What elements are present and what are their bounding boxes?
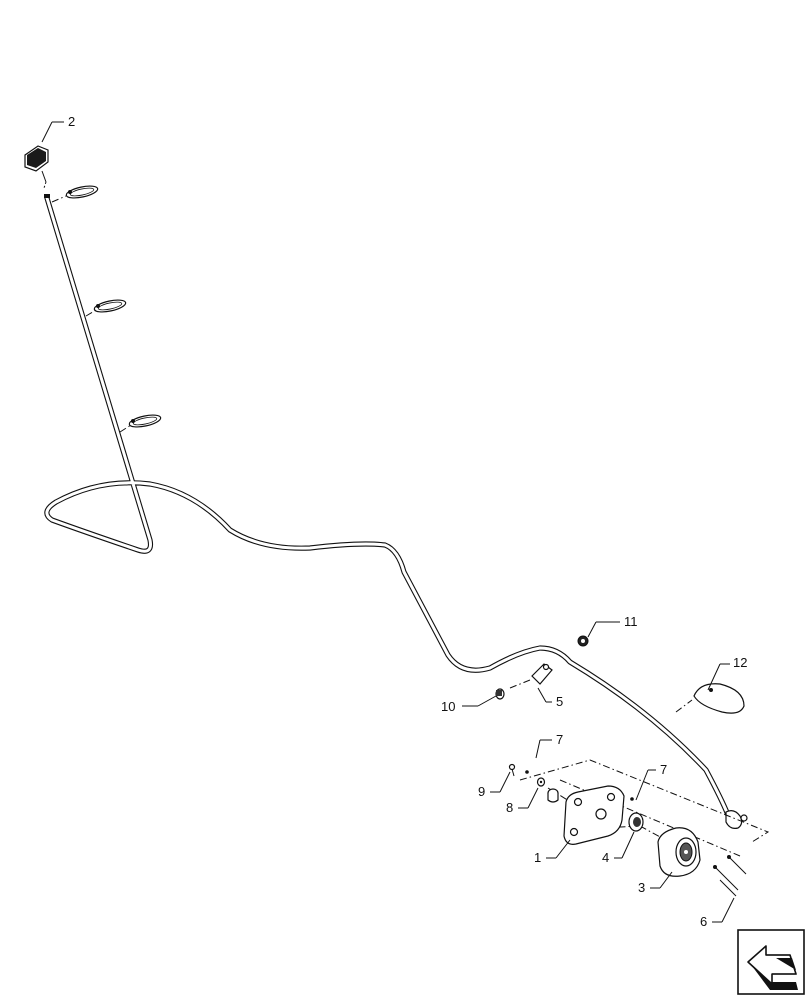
callout-8: 8 — [506, 800, 513, 815]
callout-7b: 7 — [660, 762, 667, 777]
callout-leaders — [41, 121, 735, 923]
grommet-part-4 — [628, 812, 644, 832]
bracket-part-1 — [563, 785, 625, 845]
lockwasher-part-7b — [630, 797, 634, 801]
callout-3: 3 — [638, 880, 645, 895]
spacer-sleeve — [547, 788, 559, 803]
nut-part-11 — [577, 635, 589, 647]
cable-tie-lower — [119, 414, 162, 433]
callout-9: 9 — [478, 784, 485, 799]
clip-part-5 — [509, 663, 553, 689]
callout-4: 4 — [602, 850, 609, 865]
callout-10: 10 — [441, 699, 455, 714]
connector-part-2 — [24, 145, 49, 189]
screw-part-9 — [508, 763, 516, 777]
callout-11: 11 — [624, 614, 638, 629]
callout-5: 5 — [556, 694, 563, 709]
bolt-part-10 — [495, 688, 505, 700]
cable-tie-middle — [85, 299, 127, 317]
washer-part-8 — [536, 777, 546, 787]
previous-page-arrow-icon[interactable] — [737, 929, 805, 995]
bolt-part-6 — [713, 855, 747, 897]
cable-tie-upper — [51, 185, 99, 203]
callout-1: 1 — [534, 850, 541, 865]
callout-2: 2 — [68, 114, 75, 129]
callout-7a: 7 — [556, 732, 563, 747]
callout-labels: 2 11 10 5 12 7 9 8 7 1 4 3 6 — [68, 114, 747, 929]
alignment-lines — [519, 759, 770, 857]
hose-assembly — [44, 194, 748, 829]
socket-part-3 — [657, 827, 701, 877]
lockwasher-part-7a — [525, 770, 529, 774]
callout-6: 6 — [700, 914, 707, 929]
callout-12: 12 — [733, 655, 747, 670]
clamp-part-12 — [675, 683, 745, 714]
